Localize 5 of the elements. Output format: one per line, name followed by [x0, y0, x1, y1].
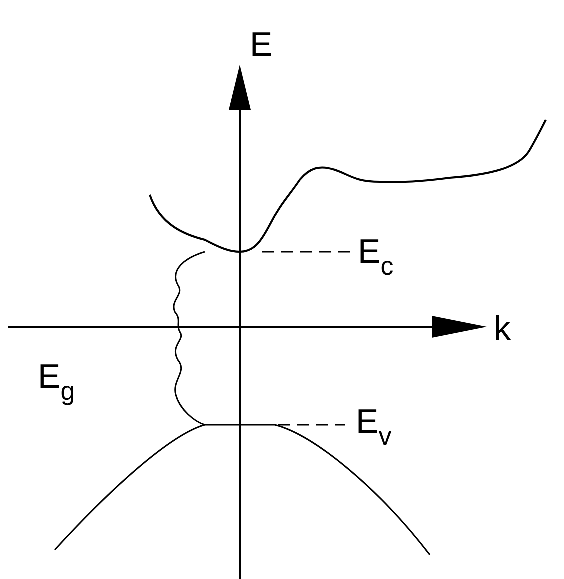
energy-level-label: E$_{c}$: [358, 235, 394, 279]
axis-label: E: [250, 28, 273, 62]
energy-level-label: E$_{v}$: [356, 405, 392, 449]
axis-label: k: [494, 312, 511, 346]
band-gap-label: E$_{g}$: [38, 360, 76, 404]
